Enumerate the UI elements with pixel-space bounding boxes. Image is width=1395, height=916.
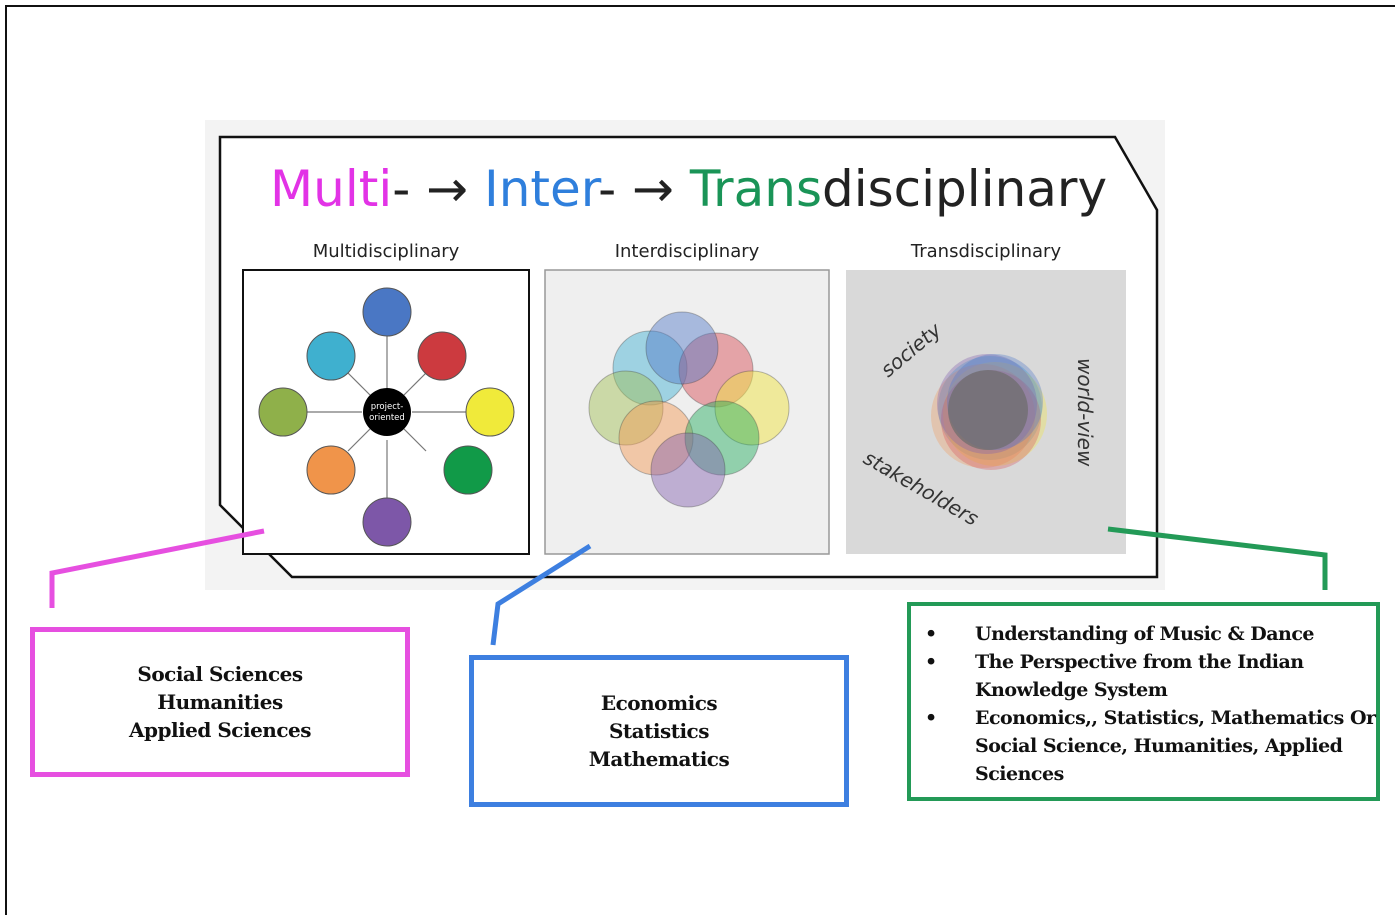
circle-olive (258, 387, 308, 437)
inter-subject-1: Economics (600, 691, 718, 715)
circle-purple (362, 497, 412, 547)
trans-panel: society world-view stakeholders (846, 270, 1126, 554)
trans-item-1: • Understanding of Music & Dance (911, 620, 1376, 648)
multi-panel-label: Multidisciplinary (313, 241, 460, 262)
trans-blend (931, 354, 1047, 470)
trans-subject-list: • Understanding of Music & Dance • The Per… (911, 620, 1376, 788)
bullet-2: • (925, 651, 937, 673)
title-sep-2: - → (598, 160, 690, 218)
venn-orange (618, 400, 694, 476)
trans-item-3: • Economics,, Statistics, Mathematics Or … (911, 704, 1376, 788)
multi-subjects-box: Social Sciences Humanities Applied Scien… (30, 627, 410, 777)
title-rest: disciplinary (822, 160, 1107, 218)
word-world-view: world-view (1073, 358, 1097, 467)
title-trans: Trans (689, 160, 822, 218)
multi-subject-3: Applied Sciences (129, 718, 312, 742)
blue-connector (490, 543, 592, 646)
inter-subject-3: Mathematics (588, 747, 730, 771)
multi-spokes (306, 336, 468, 502)
trans-item-2: • The Perspective from the Indian Knowled… (911, 648, 1376, 704)
venn-olive (588, 370, 664, 446)
multi-panel: project- oriented (242, 269, 530, 555)
multi-subject-1: Social Sciences (137, 662, 303, 686)
slide-frame (5, 5, 1395, 915)
venn-purple (650, 432, 726, 508)
inter-subject-2: Statistics (608, 719, 710, 743)
circle-green (443, 445, 493, 495)
title-multi: Multi (270, 160, 392, 218)
venn-cyan (612, 330, 688, 406)
diagram-title: Multi- → Inter- → Transdisciplinary (270, 160, 1107, 218)
inter-panel (544, 269, 830, 555)
trans-panel-label: Transdisciplinary (910, 241, 1062, 262)
center-circle (363, 388, 411, 436)
center-label-line-2: oriented (369, 413, 405, 423)
trans-item-2-text: The Perspective from the Indian Knowledg… (975, 651, 1304, 701)
multi-subject-2: Humanities (157, 690, 283, 714)
pink-connector (49, 528, 265, 608)
inter-panel-label: Interdisciplinary (615, 241, 760, 262)
circle-orange (306, 445, 356, 495)
bullet-1: • (925, 623, 937, 645)
bullet-3: • (925, 707, 937, 729)
trans-item-3-text: Economics,, Statistics, Mathematics Or S… (975, 707, 1376, 785)
title-sep-1: - → (392, 160, 484, 218)
circle-blue (362, 287, 412, 337)
circle-yellow (465, 387, 515, 437)
title-inter: Inter (484, 160, 602, 218)
trans-subjects-box: • Understanding of Music & Dance • The Per… (907, 602, 1380, 801)
inter-subjects-box: Economics Statistics Mathematics (469, 655, 849, 807)
circle-cyan (306, 331, 356, 381)
venn-yellow (714, 370, 790, 446)
venn-green (684, 400, 760, 476)
circle-red (417, 331, 467, 381)
center-label-line-1: project- (371, 402, 404, 412)
green-connector (1107, 526, 1328, 590)
trans-item-1-text: Understanding of Music & Dance (975, 623, 1315, 645)
venn-blue (645, 311, 719, 385)
